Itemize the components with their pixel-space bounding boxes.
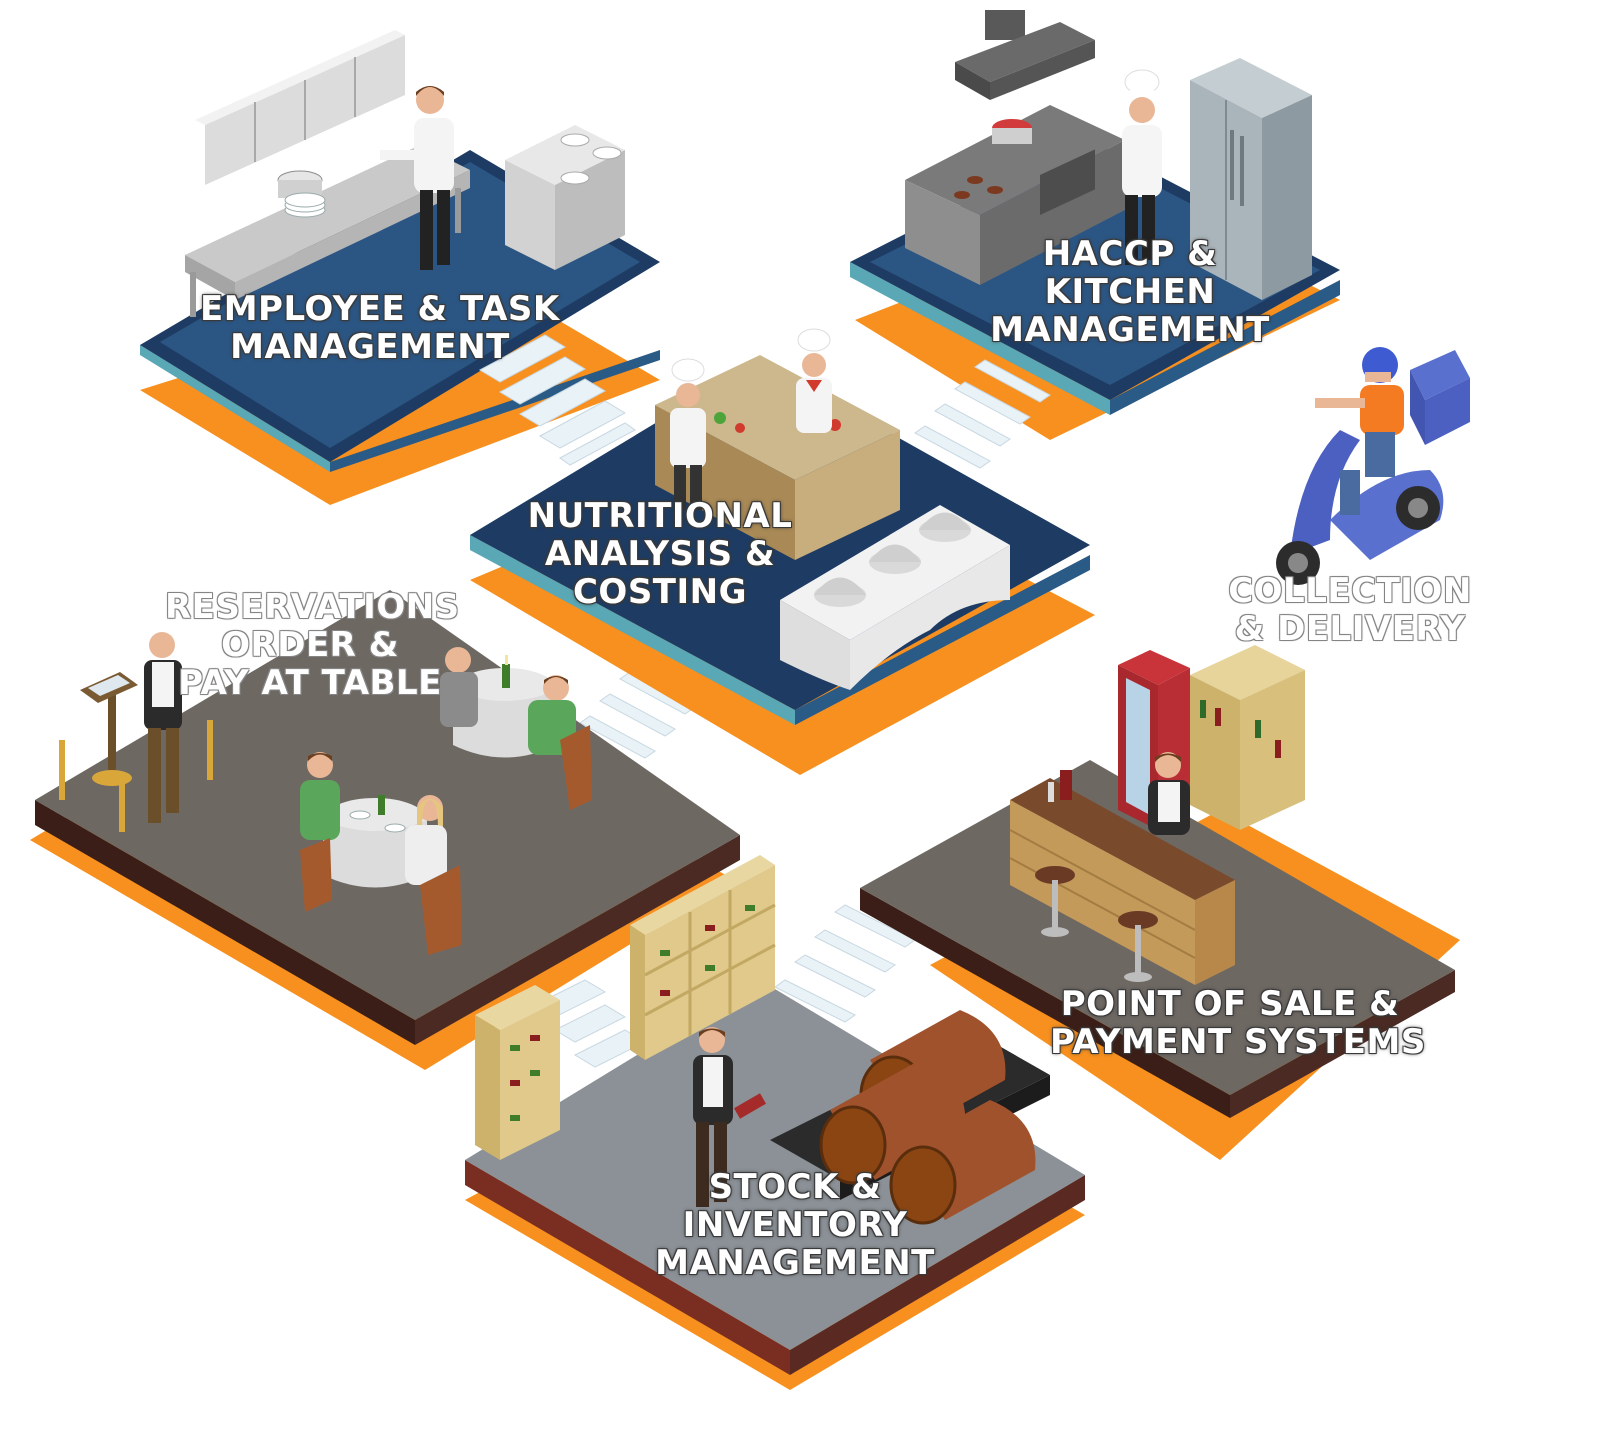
barrel-bottom-left [819, 1060, 966, 1185]
sommelier [693, 1027, 766, 1207]
label-line: ORDER & [221, 625, 399, 665]
label-line: ANALYSIS & [544, 534, 776, 574]
label-line: NUTRITIONAL [527, 496, 793, 536]
label-reservations-order-pay: RESERVATIONS ORDER & PAY AT TABLE [165, 587, 460, 703]
label-line: KITCHEN [1044, 272, 1216, 312]
courier [1315, 347, 1404, 515]
rope-barrier [59, 720, 213, 832]
platform-pos-side-right [1230, 970, 1455, 1118]
label-collection-delivery: COLLECTION & DELIVERY [1225, 572, 1475, 648]
refrigerator [1190, 58, 1312, 300]
buffet-table [780, 505, 1010, 690]
label-line: MANAGEMENT [230, 327, 510, 367]
platform-reservations [30, 590, 740, 1070]
extractor-hood [955, 10, 1095, 100]
label-employee-task-management: EMPLOYEE & TASK MANAGEMENT [200, 289, 560, 367]
chef-right [796, 328, 832, 433]
label-nutritional-analysis-costing: NUTRITIONAL ANALYSIS & COSTING [525, 497, 795, 611]
dining-table-back [440, 647, 592, 810]
label-line: & DELIVERY [1234, 609, 1466, 649]
platform-reservations-side [35, 800, 415, 1045]
platform-haccp-side [850, 262, 1110, 415]
bar-stool-1 [1035, 866, 1075, 937]
delivery-box [1410, 350, 1470, 400]
head-chef [1122, 69, 1162, 265]
platform-stock-top [465, 980, 1085, 1350]
bar-counter [1009, 770, 1235, 985]
platform-reservations-side-right [415, 835, 740, 1045]
label-line: MANAGEMENT [990, 310, 1270, 350]
label-line: COSTING [572, 572, 748, 612]
label-line: INVENTORY [682, 1205, 908, 1245]
label-line: POINT OF SALE & [1060, 984, 1400, 1024]
label-line: MANAGEMENT [655, 1243, 935, 1283]
label-line: PAYMENT SYSTEMS [1050, 1022, 1426, 1062]
label-point-of-sale-payment: POINT OF SALE & PAYMENT SYSTEMS [1050, 984, 1426, 1062]
label-line: HACCP & [1042, 234, 1218, 274]
wall-cabinets [195, 30, 405, 185]
platform-stock [465, 855, 1085, 1390]
label-stock-inventory-management: STOCK & INVENTORY MANAGEMENT [655, 1168, 935, 1282]
label-haccp-kitchen-management: HACCP & KITCHEN MANAGEMENT [990, 235, 1270, 349]
dining-table-front [300, 752, 462, 955]
stove [905, 105, 1125, 285]
dishwasher-person [380, 86, 454, 270]
platform-stock-side-right [790, 1175, 1085, 1375]
label-line: EMPLOYEE & TASK [200, 289, 560, 329]
platform-employee [140, 30, 660, 505]
platform-haccp-side-right [1110, 280, 1340, 415]
platform-employee-side-right [330, 350, 660, 472]
chef-left [670, 358, 706, 510]
bar-stool-2 [1118, 911, 1158, 982]
host-waiter [144, 632, 182, 823]
platform-nutrition-side [470, 535, 795, 725]
wine-shelves [1190, 645, 1305, 830]
wine-rack-back [630, 855, 776, 1060]
bartender [1148, 752, 1190, 835]
label-line: STOCK & [708, 1167, 882, 1207]
platform-nutrition-side-right [795, 555, 1090, 725]
barrel-bottom-right [889, 1100, 1036, 1225]
plate-cabinet [505, 125, 625, 270]
label-line: PAY AT TABLE [178, 663, 442, 703]
stairs-stock-to-pos [774, 904, 916, 1023]
platform-stock-side [465, 1160, 790, 1375]
wine-rack-left [475, 985, 560, 1160]
label-line: RESERVATIONS [165, 587, 460, 627]
platform-nutrition [470, 328, 1095, 775]
delivery-scooter [1276, 347, 1470, 585]
label-line: COLLECTION [1228, 571, 1472, 611]
platform-pos [860, 645, 1460, 1160]
sink-counter [185, 145, 470, 317]
platform-haccp [850, 10, 1340, 440]
platform-pos-side [860, 888, 1230, 1118]
stairs-employee-to-nutrition [478, 334, 636, 466]
platform-employee-side [140, 345, 330, 472]
